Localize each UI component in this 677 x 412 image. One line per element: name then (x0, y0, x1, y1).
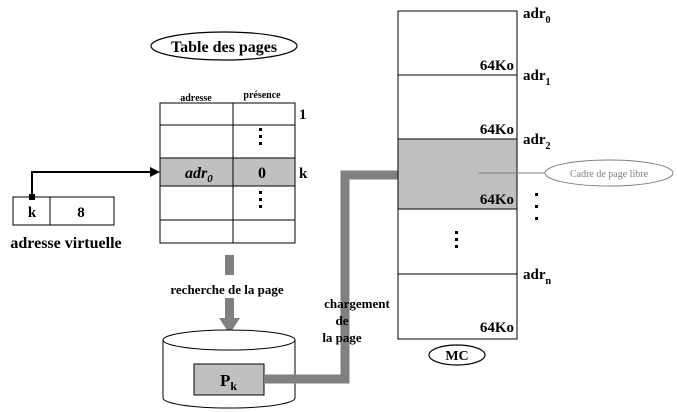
mem-addr-0: adr0 (523, 6, 551, 26)
virtual-page-field: k (28, 205, 37, 221)
header-address: adresse (180, 93, 212, 104)
frame-size-n: 64Ko (480, 320, 514, 336)
row-k-presence: 0 (258, 165, 266, 182)
mem-addr-n: adrn (523, 267, 552, 287)
memory-label-text: MC (445, 349, 468, 364)
memory-label: MC (428, 344, 486, 366)
page-table: adr0 0 (159, 102, 296, 244)
load-label-2: de (336, 313, 349, 328)
virtual-address-label: adresse virtuelle (10, 235, 121, 252)
frame-size-1: 64Ko (480, 122, 514, 138)
virtual-offset-field: 8 (77, 205, 85, 221)
ellipsis-presence-1 (259, 128, 262, 145)
mem-addr-1: adr1 (523, 68, 551, 88)
search-label: recherche de la page (170, 282, 283, 297)
header-presence: présence (243, 90, 281, 101)
ellipsis-memory-outer (535, 193, 538, 220)
row-k-address: adr0 (185, 165, 213, 185)
disk: Pk (162, 329, 296, 409)
row-label-1: 1 (299, 107, 307, 123)
main-memory: 64Ko 64Ko 64Ko 64Ko (397, 10, 518, 340)
frame-size-2: 64Ko (480, 192, 514, 208)
page-table-title: Table des pages (150, 31, 298, 61)
disk-page: Pk (220, 371, 237, 393)
virtual-address: k 8 adresse virtuelle (10, 196, 122, 252)
lookup-arrow (29, 167, 160, 200)
free-frame (398, 139, 517, 209)
highlighted-row-bg (160, 158, 295, 186)
ellipsis-memory-inner (455, 231, 458, 248)
load-label-3: la page (322, 330, 362, 345)
search-arrow (219, 255, 240, 334)
load-label-1: chargement (324, 296, 390, 311)
ellipsis-presence-2 (259, 191, 262, 208)
free-frame-callout: Cadre de page libre (478, 159, 674, 187)
frame-size-0: 64Ko (480, 58, 514, 74)
title-text: Table des pages (171, 39, 277, 56)
row-label-k: k (299, 166, 308, 182)
mem-addr-2: adr2 (523, 132, 551, 152)
free-frame-label: Cadre de page libre (570, 169, 649, 180)
